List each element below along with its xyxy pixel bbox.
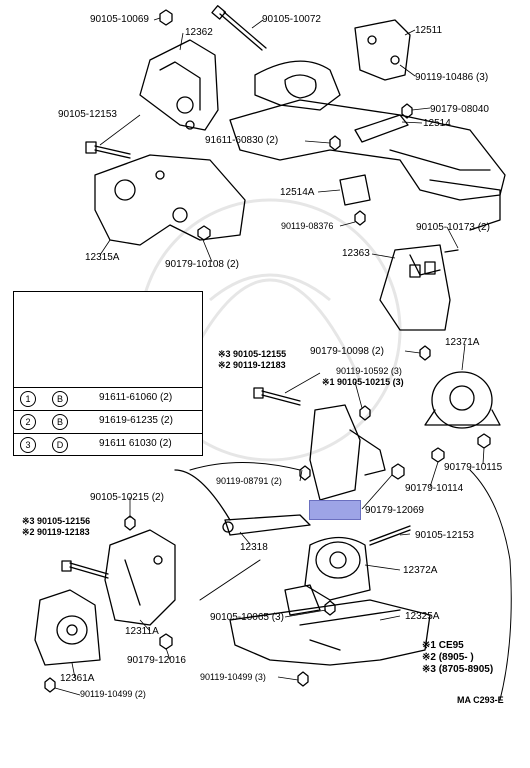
label-90119-12183-b[interactable]: ※2 90119-12183 (22, 527, 90, 537)
label-90119-12183-a[interactable]: ※2 90119-12183 (218, 360, 286, 370)
engine-mount-bracket-12362 (139, 39, 219, 131)
note-1: ※1 CE95 (422, 640, 464, 651)
label-12311A[interactable]: 12311A (125, 626, 159, 637)
nut-90179-10114 (431, 447, 445, 463)
label-90119-08376[interactable]: 90119-08376 (281, 221, 334, 231)
engine-mount-12371A (424, 371, 501, 429)
legend-number: 1 (20, 391, 36, 407)
highlighted-part-marker[interactable] (309, 500, 361, 520)
legend-part-number[interactable]: 91619-61235 (2) (99, 415, 173, 426)
bolt-90119-12183-a (253, 387, 301, 406)
heat-shield (254, 60, 341, 111)
label-12315A[interactable]: 12315A (85, 252, 120, 263)
label-90119-10592[interactable]: 90119-10592 (3) (336, 366, 402, 376)
label-90179-10115[interactable]: 90179-10115 (444, 462, 503, 473)
nut-90179-10108 (197, 225, 211, 241)
label-12372A[interactable]: 12372A (403, 565, 438, 576)
label-90105-10069[interactable]: 90105-10069 (90, 14, 149, 25)
bolt-90105-12153-top (85, 141, 131, 159)
bolt-90105-12153-bottom (369, 525, 411, 546)
label-90179-12016[interactable]: 90179-12016 (127, 655, 186, 666)
legend-key: D (52, 437, 68, 453)
rear-mount-12372A (284, 536, 371, 616)
bolt-90119-10499-b (297, 671, 309, 687)
nut-90179-12016 (159, 633, 173, 650)
mount-bracket-12363 (379, 244, 451, 331)
legend-row: 2 B 91619-61235 (2) (14, 410, 202, 431)
bracket-12514 (354, 114, 409, 143)
nut-90105-10069 (159, 9, 173, 26)
label-90105-10215-a[interactable]: ※1 90105-10215 (3) (322, 377, 404, 387)
label-90179-10098[interactable]: 90179-10098 (2) (310, 346, 384, 357)
bolt-90119-10592 (359, 405, 371, 421)
torque-rod-12318 (174, 469, 311, 536)
bolt-90105-10072 (211, 5, 267, 51)
label-90179-10108[interactable]: 90179-10108 (2) (165, 259, 239, 270)
nut-90179-08040 (401, 103, 413, 119)
label-90179-08040[interactable]: 90179-08040 (430, 104, 489, 115)
legend-row: 3 D 91611 61030 (2) (14, 433, 202, 454)
legend-key: B (52, 391, 68, 407)
leader-lines (54, 17, 485, 696)
label-90105-12153-bottom[interactable]: 90105-12153 (415, 530, 474, 541)
label-12363[interactable]: 12363 (342, 248, 370, 259)
bolt-90105-10065 (324, 600, 336, 616)
legend-part-number[interactable]: 91611-61060 (2) (99, 392, 173, 403)
label-90105-10065[interactable]: 90105-10065 (3) (210, 612, 284, 623)
label-90105-12153-top[interactable]: 90105-12153 (58, 109, 117, 120)
body-outline (469, 469, 512, 701)
bolt-90105-10215-b (124, 515, 136, 531)
note-3: ※3 (8705-8905) (422, 664, 494, 675)
bracket-12514A (339, 174, 371, 206)
label-90105-12155[interactable]: ※3 90105-12155 (218, 349, 287, 359)
label-12514A[interactable]: 12514A (280, 187, 315, 198)
label-90119-10486[interactable]: 90119-10486 (3) (415, 72, 489, 83)
diagram-code: MA C293-E (457, 695, 504, 705)
engine-mount-12361A (34, 589, 101, 666)
bolt-90105-10173 (444, 249, 459, 253)
bracket-12511 (354, 19, 411, 81)
legend-key: B (52, 414, 68, 430)
label-12361A[interactable]: 12361A (60, 673, 95, 684)
footnotes: ※1 CE95 ※2 (8905- ) ※3 (8705-8905) (422, 640, 493, 676)
crossmember-12325A (229, 599, 431, 666)
label-12362[interactable]: 12362 (185, 27, 213, 38)
bolt-90179-10115 (477, 433, 491, 449)
nut-90179-10098 (419, 345, 431, 361)
label-90119-10499-a[interactable]: 90119-10499 (2) (80, 689, 146, 699)
label-90105-12156[interactable]: ※3 90105-12156 (22, 516, 91, 526)
label-90105-10215-b[interactable]: 90105-10215 (2) (90, 492, 164, 503)
bolt-90119-10499-a (44, 677, 56, 693)
label-90119-10499-b[interactable]: 90119-10499 (3) (200, 672, 266, 682)
label-12371A[interactable]: 12371A (445, 337, 480, 348)
bracket-12311A (104, 529, 176, 626)
label-12511[interactable]: 12511 (415, 25, 443, 36)
legend-number: 2 (20, 414, 36, 430)
label-90179-10114[interactable]: 90179-10114 (405, 483, 464, 494)
label-12318[interactable]: 12318 (240, 542, 268, 553)
bolt-90105-12156 (61, 560, 109, 579)
label-12325A[interactable]: 12325A (405, 611, 440, 622)
legend-number: 3 (20, 437, 36, 453)
legend-part-number[interactable]: 91611 61030 (2) (99, 438, 172, 449)
nut-90179-12069 (391, 463, 405, 480)
label-90179-12069[interactable]: 90179-12069 (365, 505, 424, 516)
bolt-90119-08791 (299, 465, 311, 481)
legend-row: 1 B 91611-61060 (2) (14, 387, 202, 408)
note-2: ※2 (8905- ) (422, 652, 474, 663)
bolt-90119-08376 (354, 210, 366, 226)
label-90105-10072[interactable]: 90105-10072 (262, 14, 321, 25)
label-12514[interactable]: 12514 (423, 118, 451, 129)
bolt-91611-60830 (329, 135, 341, 151)
engine-bracket-12315A (94, 154, 246, 246)
label-91611-60830[interactable]: 91611-60830 (2) (205, 135, 279, 146)
transmission-case (229, 99, 506, 231)
legend-table: 1 B 91611-61060 (2) 2 B 91619-61235 (2) … (13, 291, 203, 456)
label-90119-08791[interactable]: 90119-08791 (2) (216, 476, 282, 486)
center-bracket (309, 404, 386, 501)
label-90105-10173[interactable]: 90105-10173 (2) (416, 222, 490, 233)
